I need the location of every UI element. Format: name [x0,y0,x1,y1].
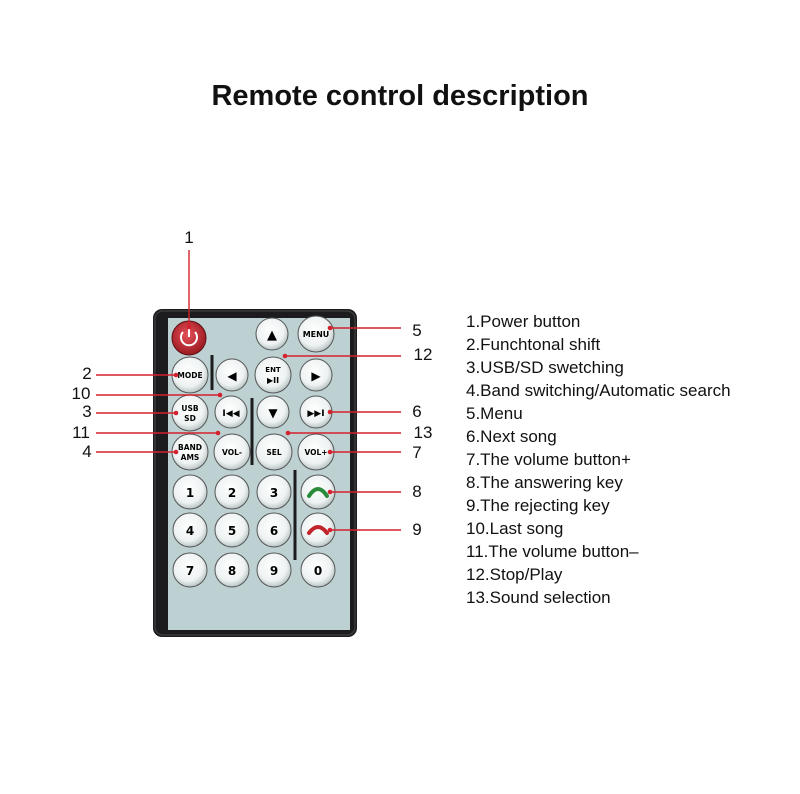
digit-button-7[interactable]: 7 [172,552,208,588]
sel-label: SEL [266,448,282,457]
next-track-icon: ▶▶I [307,409,324,419]
volume-down-label: VOL- [222,448,242,457]
right-button[interactable]: ▶ [299,358,333,392]
down-arrow-icon: ▼ [268,406,278,420]
digit-button-9[interactable]: 9 [256,552,292,588]
callout-9: 9 [412,520,422,539]
pointer-heads [173,324,333,533]
digit-button-8[interactable]: 8 [214,552,250,588]
pointer-lines [96,250,401,531]
digit-label: 8 [228,564,236,578]
description-5: 5.Menu [466,404,523,423]
digit-label: 2 [228,486,236,500]
description-11: 11.The volume button– [466,542,639,561]
volume-up-label: VOL+ [304,448,327,457]
digit-button-6[interactable]: 6 [256,512,292,548]
right-arrow-icon: ▶ [311,369,321,383]
description-3: 3.USB/SD swetching [466,358,624,377]
power-icon [180,331,198,347]
callout-8: 8 [412,482,422,501]
digit-label: 7 [186,564,194,578]
description-8: 8.The answering key [466,473,623,492]
key-panel-divider [210,355,297,560]
description-10: 10.Last song [466,519,564,538]
play-pause-icon: ▶II [267,376,279,385]
callout-4: 4 [82,442,92,461]
description-6: 6.Next song [466,427,557,446]
left-arrow-icon: ◀ [227,369,237,383]
volume-down-button[interactable]: VOL- [213,433,251,471]
callout-13: 13 [413,423,433,442]
usb-label: USB [181,404,198,413]
band-ams-button[interactable]: BAND AMS [171,433,209,471]
description-4: 4.Band switching/Automatic search [466,381,731,400]
page-title: Remote control description [211,80,589,112]
digit-button-0[interactable]: 0 [300,552,336,588]
description-13: 13.Sound selection [466,588,611,607]
answer-call-button[interactable] [300,474,336,510]
previous-track-button[interactable]: I◀◀ [214,395,248,429]
mode-label: MODE [177,371,202,380]
digit-label: 6 [270,524,278,538]
digit-label: 0 [314,564,322,578]
sd-label: SD [184,414,196,423]
power-button[interactable] [171,320,207,356]
description-7: 7.The volume button+ [466,450,631,469]
digit-button-5[interactable]: 5 [214,512,250,548]
up-arrow-icon: ▲ [267,328,277,343]
digit-label: 5 [228,524,236,538]
digit-label: 3 [270,486,278,500]
description-12: 12.Stop/Play [466,565,563,584]
sel-button[interactable]: SEL [255,433,293,471]
callout-12: 12 [413,345,433,364]
down-button[interactable]: ▼ [256,395,290,429]
digit-label: 1 [186,486,194,500]
digit-button-4[interactable]: 4 [172,512,208,548]
digit-button-3[interactable]: 3 [256,474,292,510]
description-2: 2.Funchtonal shift [466,335,601,354]
callout-7: 7 [412,443,422,462]
volume-up-button[interactable]: VOL+ [297,433,335,471]
callout-3: 3 [82,402,92,421]
description-1: 1.Power button [466,312,581,331]
ent-play-pause-button[interactable]: ENT ▶II [254,356,292,394]
menu-button[interactable]: MENU [297,315,335,353]
ent-label: ENT [265,366,281,374]
callout-11: 11 [72,423,90,442]
left-button[interactable]: ◀ [215,358,249,392]
digit-button-1[interactable]: 1 [172,474,208,510]
callout-5: 5 [412,321,422,340]
ams-label: AMS [181,453,200,462]
callout-10: 10 [71,384,91,403]
menu-label: MENU [303,330,330,339]
callout-1: 1 [184,228,194,247]
up-button[interactable]: ▲ [255,317,289,351]
band-label: BAND [178,443,202,452]
next-track-button[interactable]: ▶▶I [299,395,333,429]
previous-track-icon: I◀◀ [222,409,239,419]
digit-label: 4 [186,524,194,538]
callout-6: 6 [412,402,422,421]
digit-button-2[interactable]: 2 [214,474,250,510]
phone-reject-icon [307,525,329,535]
phone-answer-icon [307,487,329,498]
digit-label: 9 [270,564,278,578]
callout-2: 2 [82,364,92,383]
remote-body-edge [154,310,356,636]
key-panel-top [168,318,350,630]
description-9: 9.The rejecting key [466,496,610,515]
